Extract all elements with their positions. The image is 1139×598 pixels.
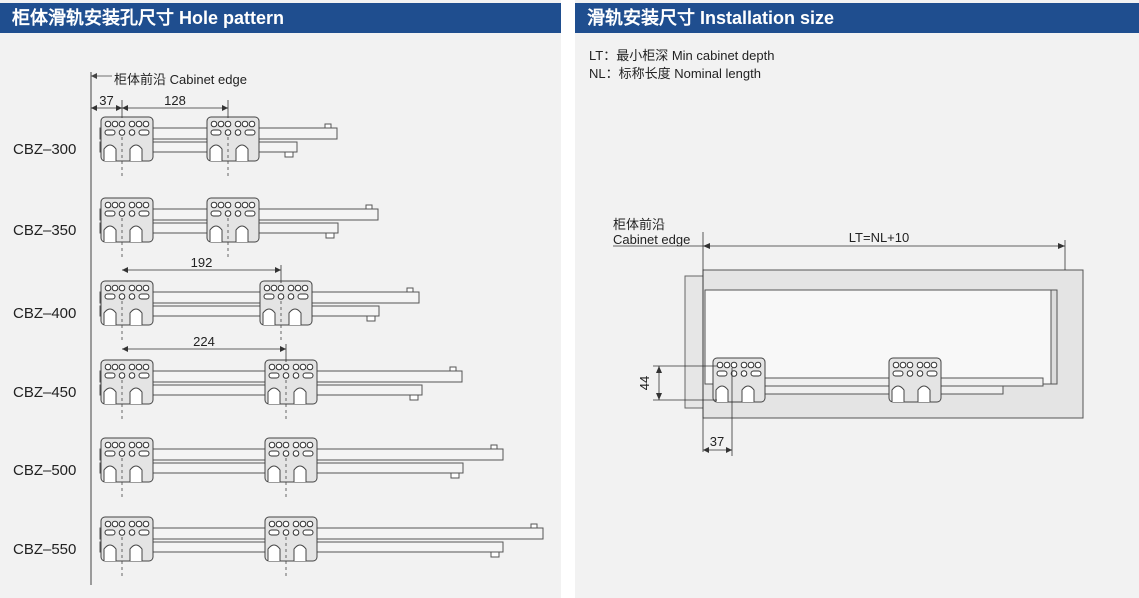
front-bracket	[100, 437, 154, 483]
model-label: CBZ–450	[13, 384, 77, 401]
front-bracket	[712, 357, 766, 403]
dim-192-arrow-right	[275, 267, 281, 273]
front-bracket	[100, 116, 154, 162]
drawer-back	[1050, 289, 1058, 385]
cabinet-side-wall	[684, 275, 704, 409]
installation-diagram: LT=NL+10 柜体前沿 Cabinet edge 44 37	[613, 217, 1084, 456]
rail-stopper	[365, 204, 373, 210]
dim-224-arrow-right	[280, 346, 286, 352]
front-bracket	[100, 359, 154, 405]
dim-192-arrow-left	[122, 267, 128, 273]
cabinet-edge-label-cn: 柜体前沿	[613, 217, 665, 232]
rear-bracket	[259, 280, 313, 326]
hole-pattern-panel: 柜体滑轨安装孔尺寸 Hole pattern 37 128 192 224 柜体前沿 …	[0, 0, 561, 598]
model-label: CBZ–400	[13, 305, 77, 322]
height-dimension-label: 44	[637, 376, 652, 390]
model-label: CBZ–300	[13, 141, 77, 158]
rail-catch	[284, 151, 294, 158]
model-label: CBZ–550	[13, 541, 77, 558]
dim-192-label: 192	[191, 255, 213, 270]
front-bracket	[100, 280, 154, 326]
rail-stopper	[530, 523, 538, 529]
front-bracket	[100, 516, 154, 562]
legend-nl: NL：标称长度 Nominal length	[589, 66, 761, 81]
rail-catch	[450, 472, 460, 479]
lt-dimension-label: LT=NL+10	[849, 230, 909, 245]
installation-size-header: 滑轨安装尺寸 Installation size	[575, 3, 1139, 33]
dim-37-arrow-left	[91, 105, 97, 111]
dim-37-arrow-right	[116, 105, 122, 111]
hole-pattern-title: 柜体滑轨安装孔尺寸 Hole pattern	[12, 8, 285, 28]
installation-size-panel: 滑轨安装尺寸 Installation size LT：最小柜深 Min cab…	[575, 0, 1139, 598]
rail-stopper	[490, 444, 498, 450]
rail-catch	[490, 551, 500, 558]
installation-size-title: 滑轨安装尺寸 Installation size	[587, 8, 835, 28]
dim-128-arrow-left	[122, 105, 128, 111]
rail-stopper	[449, 366, 457, 372]
model-label: CBZ–500	[13, 462, 77, 479]
rear-bracket	[264, 359, 318, 405]
dim-37-label: 37	[99, 93, 113, 108]
outer-rail	[99, 527, 544, 540]
dim-224-arrow-left	[122, 346, 128, 352]
rear-bracket	[888, 357, 942, 403]
rail-catch	[409, 394, 419, 401]
rail-stopper	[406, 287, 414, 293]
rail-catch	[325, 232, 335, 239]
dim-224-label: 224	[193, 334, 215, 349]
front-dimension-label: 37	[710, 434, 724, 449]
hole-pattern-header: 柜体滑轨安装孔尺寸 Hole pattern	[0, 3, 561, 33]
cabinet-edge-arrow	[91, 73, 97, 79]
hole-pattern-diagram: 37 128 192 224	[90, 72, 544, 585]
rear-bracket	[206, 116, 260, 162]
inner-rail	[99, 141, 298, 153]
front-bracket	[100, 197, 154, 243]
legend-lt: LT：最小柜深 Min cabinet depth	[589, 48, 775, 63]
cabinet-edge-label-en: Cabinet edge	[613, 232, 690, 247]
inner-rail	[99, 305, 380, 317]
dim-128-label: 128	[164, 93, 186, 108]
dim-128-arrow-right	[222, 105, 228, 111]
model-label: CBZ–350	[13, 222, 77, 239]
rear-bracket	[206, 197, 260, 243]
cabinet-edge-label: 柜体前沿 Cabinet edge	[114, 72, 247, 87]
rail-stopper	[324, 123, 332, 129]
inner-rail	[99, 384, 423, 396]
rear-bracket	[264, 437, 318, 483]
rail-catch	[366, 315, 376, 322]
rear-bracket	[264, 516, 318, 562]
